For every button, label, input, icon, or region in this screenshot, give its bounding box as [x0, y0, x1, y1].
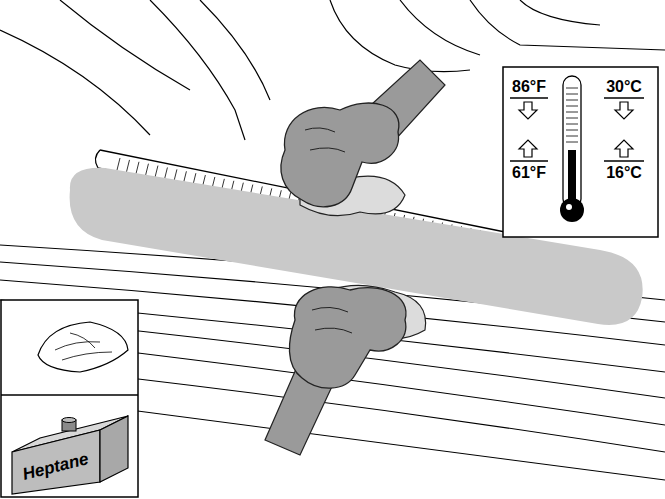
ridge-line	[117, 158, 120, 170]
thermometer-inset-part	[503, 67, 658, 237]
ridge-line	[164, 167, 167, 179]
solvent-inset-part	[12, 430, 100, 494]
thermometer-inset-part-part	[510, 160, 548, 161]
scale-tick	[566, 106, 578, 107]
ridge-line	[126, 160, 129, 172]
scale-tick	[566, 124, 578, 125]
interior-lines-part	[470, 0, 665, 50]
thermometer-inset	[503, 67, 658, 237]
thermometer-inset-part-part	[519, 102, 537, 119]
lower-hand-part	[289, 287, 406, 388]
interior-lines-part	[520, 0, 600, 25]
thermometer-inset-part	[519, 102, 633, 157]
solvent-inset-part	[38, 322, 128, 372]
ridge-line	[136, 162, 139, 174]
interior-lines-part	[330, 0, 470, 72]
thermometer-inset-part-part	[510, 97, 548, 98]
scale-tick	[566, 136, 578, 137]
scale-tick	[566, 94, 578, 95]
thermometer-inset-part	[566, 88, 578, 142]
thermometer-inset-part-part	[604, 160, 644, 161]
upper-hand-part	[281, 103, 399, 207]
interior-lines-part	[150, 0, 245, 140]
thermometer-inset-part	[510, 98, 644, 161]
solvent-inset-part	[1, 394, 138, 396]
ridge-line	[145, 164, 148, 176]
upper-hand-part	[305, 128, 345, 152]
interior-lines-part	[60, 0, 190, 90]
lower-hand-part	[312, 307, 352, 333]
scale-tick	[566, 130, 578, 131]
ridge-line	[155, 166, 158, 178]
thermometer-inset-part-part	[615, 140, 633, 157]
temperature-max-f: 86°F	[512, 79, 546, 95]
solvent-inset	[1, 300, 138, 497]
solvent-inset-part	[62, 418, 76, 423]
scale-tick	[566, 100, 578, 101]
temperature-max-c: 30°C	[606, 79, 642, 95]
trim-strip-part	[95, 150, 100, 168]
thermometer-inset-part	[560, 198, 584, 222]
scale-tick	[566, 118, 578, 119]
thermometer-inset-part	[566, 204, 572, 210]
temperature-min-f: 61°F	[512, 165, 546, 181]
thermometer-inset-part-part	[519, 140, 537, 157]
interior-lines-part	[200, 0, 270, 100]
temperature-min-c: 16°C	[606, 165, 642, 181]
scale-tick	[566, 88, 578, 89]
interior-lines-part	[0, 30, 150, 135]
sill-lines-part	[130, 378, 665, 452]
solvent-inset-part	[1, 300, 138, 497]
scale-tick	[566, 112, 578, 113]
lower-hand	[265, 285, 426, 455]
scale-tick	[566, 142, 578, 143]
solvent-inset-part	[100, 416, 128, 482]
interior-lines-part	[400, 0, 480, 55]
sill-lines-part	[130, 410, 665, 480]
thermometer-inset-part-part	[615, 102, 633, 119]
upper-hand	[281, 60, 445, 216]
thermometer-inset-part-part	[604, 97, 644, 98]
solvent-inset-part	[55, 333, 112, 360]
sill-lines-part	[130, 352, 665, 425]
